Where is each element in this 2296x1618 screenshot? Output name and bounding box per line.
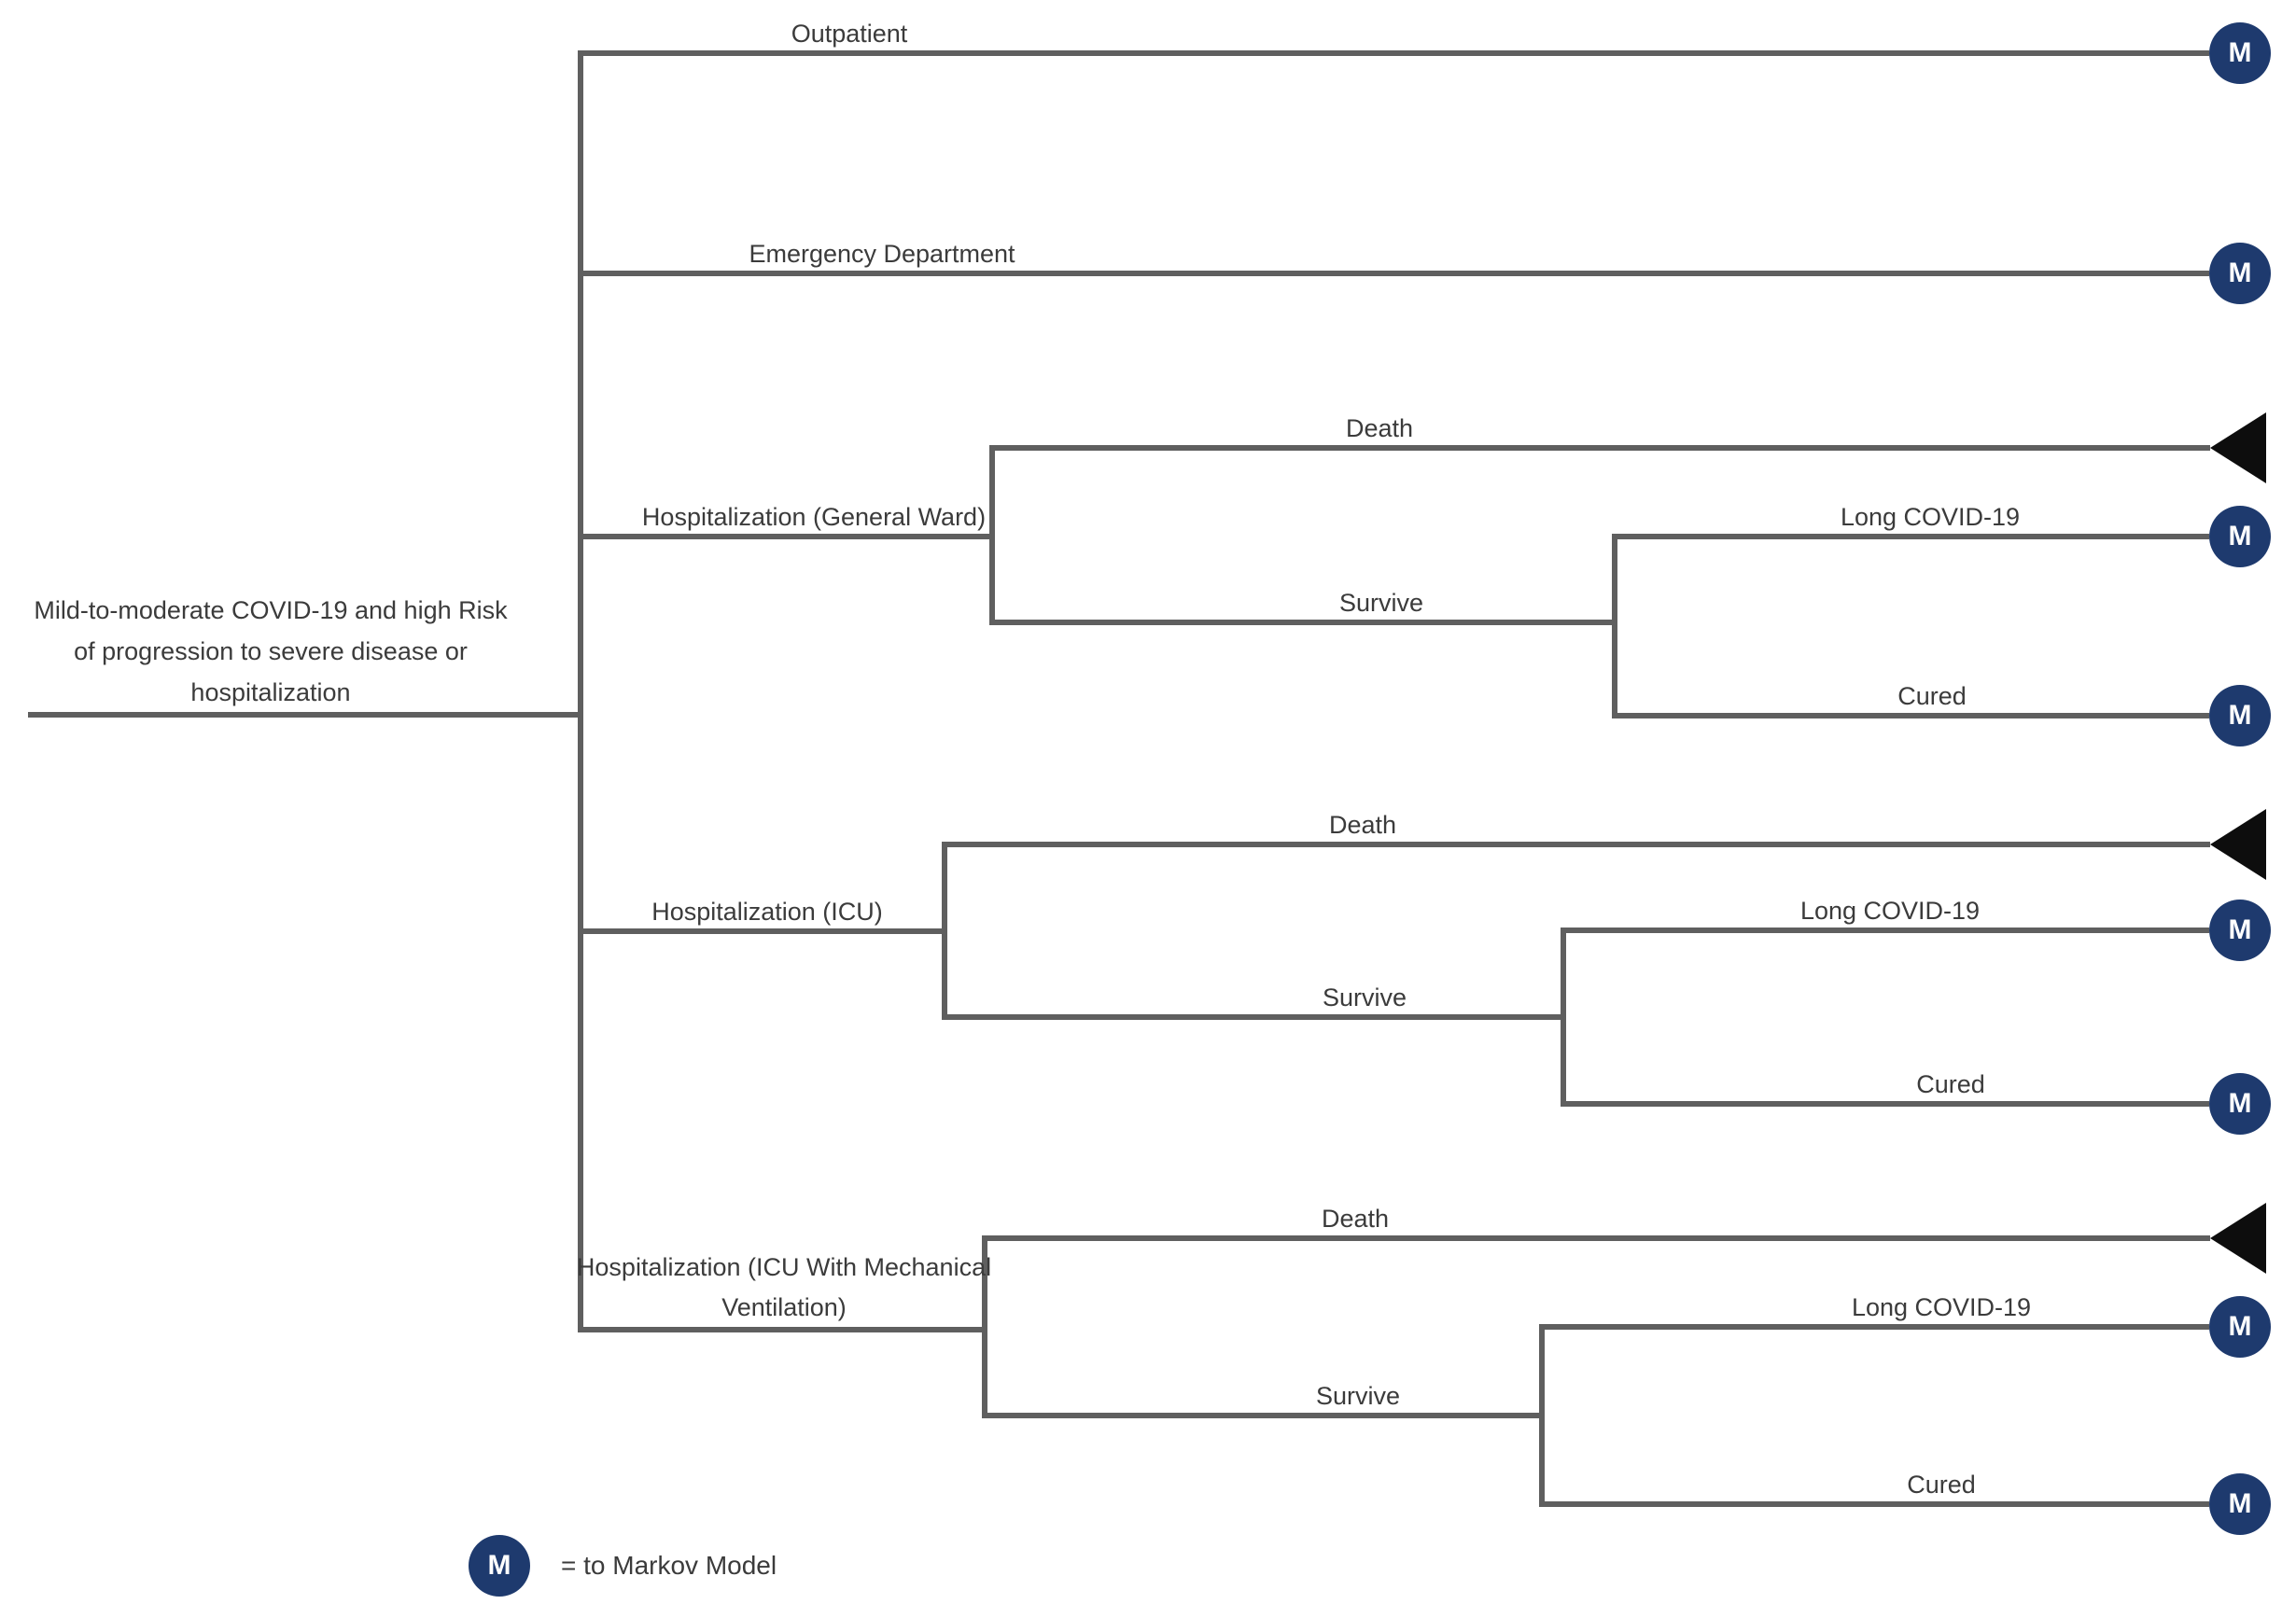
root-label-line-3: hospitalization <box>190 678 351 706</box>
icu-split-line <box>942 842 947 1020</box>
legend-markov-node-icon: M <box>469 1535 530 1597</box>
icu-label: Hospitalization (ICU) <box>651 898 883 926</box>
icu-mv-survive-label: Survive <box>1315 1382 1401 1410</box>
icu-branch-line <box>581 928 947 934</box>
root-node-label: Mild-to-moderate COVID-19 and high Risk … <box>34 590 507 713</box>
general-ward-long-covid-line <box>1615 534 2209 539</box>
icu-mv-label-line-2: Ventilation) <box>721 1293 847 1321</box>
root-label-line-2: of progression to severe disease or <box>74 637 468 665</box>
icu-death-terminal-triangle-icon <box>2210 809 2266 880</box>
icu-survive-split-line <box>1561 928 1566 1107</box>
general-ward-long-covid-markov-node-icon: M <box>2209 506 2271 567</box>
icu-death-line <box>945 842 2210 847</box>
icu-mv-death-line <box>985 1235 2210 1241</box>
icu-long-covid-label: Long COVID-19 <box>1799 897 1981 925</box>
root-label-line-1: Mild-to-moderate COVID-19 and high Risk <box>34 596 508 624</box>
legend-text: = to Markov Model <box>561 1551 777 1580</box>
general-ward-survive-label: Survive <box>1338 589 1424 617</box>
icu-long-covid-markov-node-icon: M <box>2209 900 2271 961</box>
icu-long-covid-line <box>1563 928 2209 933</box>
general-ward-survive-line <box>992 620 1617 625</box>
icu-mv-long-covid-markov-node-icon: M <box>2209 1296 2271 1358</box>
outpatient-branch-line <box>581 50 2209 56</box>
general-ward-death-label: Death <box>1345 414 1414 442</box>
general-ward-death-line <box>992 445 2210 451</box>
icu-mv-split-line <box>982 1235 987 1418</box>
icu-mv-cured-line <box>1542 1501 2209 1507</box>
icu-mv-label-line-1: Hospitalization (ICU With Mechanical <box>576 1253 992 1281</box>
general-ward-cured-label: Cured <box>1897 682 1967 710</box>
icu-mv-branch-line <box>581 1327 987 1332</box>
icu-cured-markov-node-icon: M <box>2209 1073 2271 1135</box>
icu-survive-line <box>945 1014 1566 1020</box>
icu-mv-cured-label: Cured <box>1907 1471 1976 1499</box>
general-ward-cured-markov-node-icon: M <box>2209 685 2271 746</box>
general-ward-cured-line <box>1615 713 2209 718</box>
icu-mv-survive-split-line <box>1539 1324 1545 1507</box>
general-ward-survive-split-line <box>1612 534 1617 718</box>
general-ward-label: Hospitalization (General Ward) <box>641 503 987 531</box>
icu-mv-long-covid-line <box>1542 1324 2209 1330</box>
root-branch-line <box>28 712 581 718</box>
icu-cured-line <box>1563 1101 2209 1107</box>
general-ward-death-terminal-triangle-icon <box>2210 412 2266 483</box>
icu-mv-long-covid-label: Long COVID-19 <box>1851 1293 2032 1321</box>
general-ward-split-line <box>989 445 995 625</box>
main-trunk-line <box>578 50 583 1332</box>
outpatient-label: Outpatient <box>791 20 908 48</box>
icu-mv-death-terminal-triangle-icon <box>2210 1203 2266 1274</box>
general-ward-branch-line <box>581 534 995 539</box>
icu-cured-label: Cured <box>1916 1070 1985 1098</box>
emergency-branch-line <box>581 271 2209 276</box>
icu-mv-death-label: Death <box>1321 1205 1390 1233</box>
icu-death-label: Death <box>1328 811 1397 839</box>
icu-mv-survive-line <box>985 1413 1545 1418</box>
outpatient-markov-node-icon: M <box>2209 22 2271 84</box>
general-ward-long-covid-label: Long COVID-19 <box>1840 503 2021 531</box>
icu-mv-cured-markov-node-icon: M <box>2209 1473 2271 1535</box>
emergency-markov-node-icon: M <box>2209 243 2271 304</box>
emergency-department-label: Emergency Department <box>749 240 1015 268</box>
icu-survive-label: Survive <box>1322 983 1407 1011</box>
